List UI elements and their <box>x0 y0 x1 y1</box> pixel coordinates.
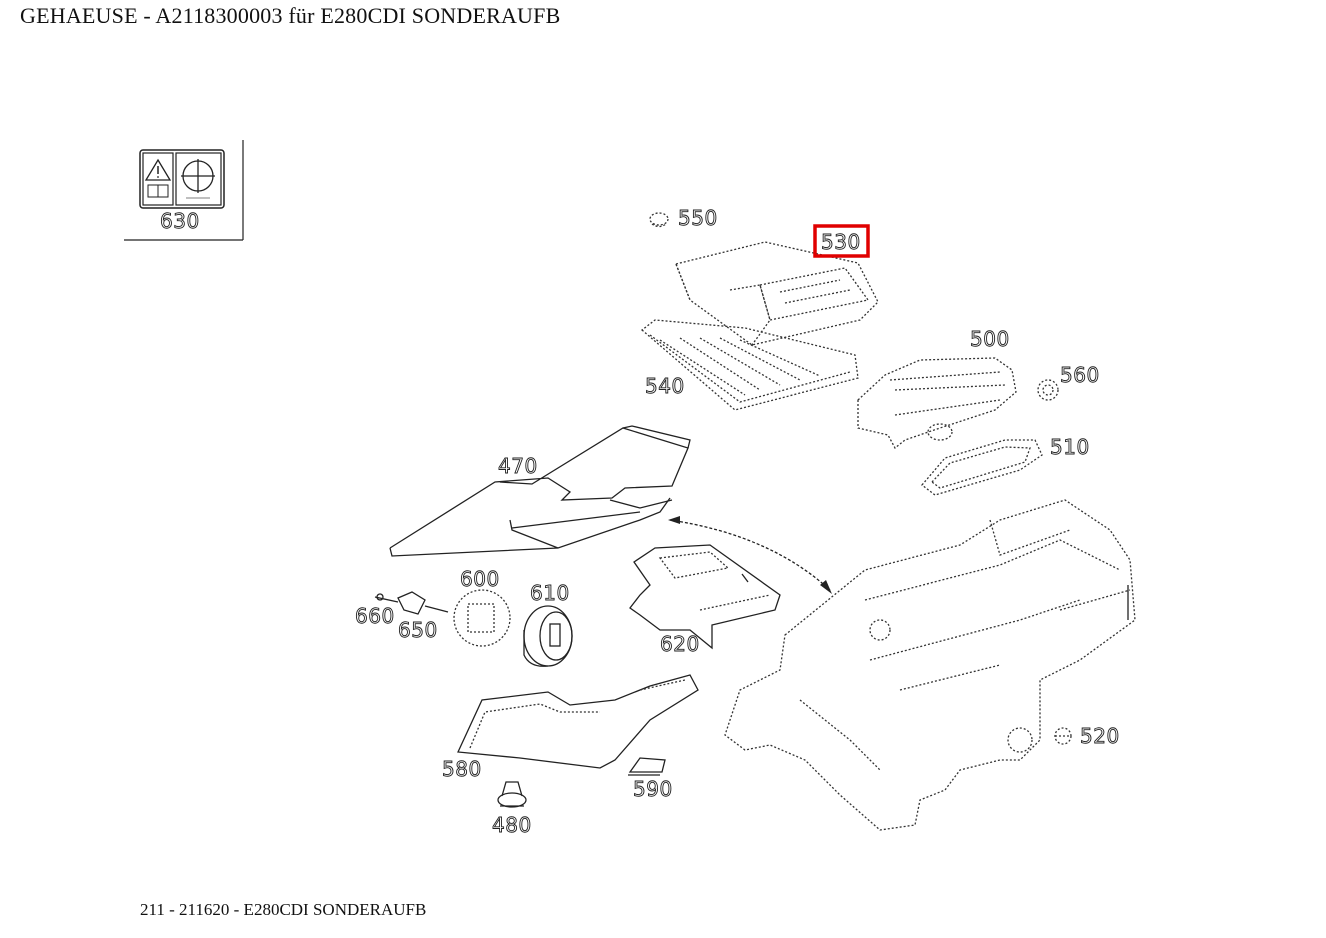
callout-610[interactable]: 610 <box>530 581 570 606</box>
part-500-intake-duct[interactable] <box>857 357 1017 449</box>
part-470-insulation-mat[interactable] <box>389 425 691 557</box>
callout-470[interactable]: 470 <box>498 454 538 479</box>
part-610-connector[interactable] <box>523 605 573 667</box>
part-540-filter-element[interactable] <box>640 319 859 411</box>
callout-510[interactable]: 510 <box>1050 435 1090 460</box>
callout-560[interactable]: 560 <box>1060 363 1100 388</box>
part-510-gasket[interactable] <box>921 439 1043 496</box>
callout-500[interactable]: 500 <box>970 327 1010 352</box>
part-580-lower-cover[interactable] <box>457 674 699 769</box>
part-650-sensor[interactable] <box>397 591 449 615</box>
part-530-filter-cover[interactable] <box>675 241 879 346</box>
part-520-grommet[interactable] <box>1054 727 1072 745</box>
part-620-bracket[interactable] <box>629 544 781 650</box>
footer-model-info: 211 - 211620 - E280CDI SONDERAUFB <box>140 900 427 919</box>
part-590-clip[interactable] <box>628 757 666 776</box>
callout-540[interactable]: 540 <box>645 374 685 399</box>
part-600-sensor-housing[interactable] <box>453 589 511 647</box>
callout-480[interactable]: 480 <box>492 813 532 838</box>
warning-triangle-icon <box>144 158 172 198</box>
engine-block <box>724 499 1136 831</box>
part-630-warning-label[interactable] <box>124 140 244 241</box>
callout-600[interactable]: 600 <box>460 567 500 592</box>
callout-630[interactable]: 630 <box>160 209 200 234</box>
part-560-ring[interactable] <box>1037 379 1059 401</box>
callout-520[interactable]: 520 <box>1080 724 1120 749</box>
page-title: GEHAEUSE - A2118300003 für E280CDI SONDE… <box>20 3 561 28</box>
callout-620[interactable]: 620 <box>660 632 700 657</box>
part-480-push-clip[interactable] <box>497 781 527 808</box>
part-550-clip[interactable] <box>649 212 669 228</box>
highlight-box-530 <box>813 224 870 258</box>
part-660-screw[interactable] <box>374 593 399 603</box>
callout-530[interactable]: 530 <box>821 230 861 255</box>
callout-660[interactable]: 660 <box>355 604 395 629</box>
assembly-arrow <box>668 516 832 594</box>
callout-650[interactable]: 650 <box>398 618 438 643</box>
crosshair-circle-icon <box>181 159 215 199</box>
callout-580[interactable]: 580 <box>442 757 482 782</box>
callout-590[interactable]: 590 <box>633 777 673 802</box>
callout-550[interactable]: 550 <box>678 206 718 231</box>
